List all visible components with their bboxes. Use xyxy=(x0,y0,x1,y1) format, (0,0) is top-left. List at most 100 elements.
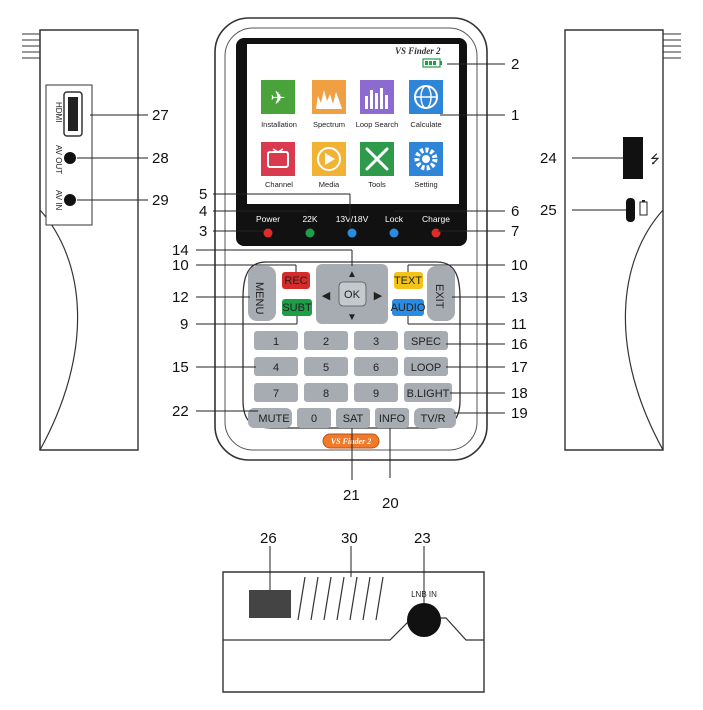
battery-icon xyxy=(422,58,442,68)
exit-button-label: EXIT xyxy=(433,284,445,309)
key-label: 3 xyxy=(373,336,379,348)
av-out-label: AV OUT xyxy=(54,145,63,174)
key-1[interactable]: 1 xyxy=(254,331,298,350)
key-7[interactable]: 7 xyxy=(254,383,298,402)
audio-button[interactable]: AUDIO xyxy=(391,299,426,316)
callout-6: 6 xyxy=(511,203,519,220)
down-arrow-button[interactable]: ▼ xyxy=(347,312,357,323)
charge-port xyxy=(626,198,635,222)
spec-button-label: SPEC xyxy=(411,336,441,348)
usb-port xyxy=(623,137,643,179)
key-0[interactable]: 0 xyxy=(297,408,331,428)
hdmi-label: HDMI xyxy=(54,102,63,122)
av-in-label: AV IN xyxy=(54,190,63,211)
usb-icon: ⭍ xyxy=(650,152,660,166)
app-label: Loop Search xyxy=(356,120,399,129)
text-button[interactable]: TEXT xyxy=(394,272,423,289)
spec-button[interactable]: SPEC xyxy=(404,331,448,350)
key-4[interactable]: 4 xyxy=(254,357,298,376)
key-label: 7 xyxy=(273,388,279,400)
sat-button[interactable]: SAT xyxy=(336,408,370,428)
22k-led xyxy=(305,228,315,238)
callout-24: 24 xyxy=(540,150,557,167)
callout-27: 27 xyxy=(152,107,169,124)
info-button[interactable]: INFO xyxy=(375,408,409,428)
charge-led xyxy=(431,228,441,238)
spectrum-icon xyxy=(316,90,342,109)
callout-20: 20 xyxy=(382,495,399,512)
callout-17: 17 xyxy=(511,359,528,376)
lnb-in-connector xyxy=(407,603,441,637)
key-label: 2 xyxy=(323,336,329,348)
callout-13: 13 xyxy=(511,289,528,306)
app-setting[interactable]: Setting xyxy=(409,142,443,189)
callout-25: 25 xyxy=(540,202,557,219)
device-front: VS Finder 2 ✈ Installation Spectrum xyxy=(214,17,488,461)
loop-button-label: LOOP xyxy=(411,362,442,374)
battery-charge-icon xyxy=(639,200,648,216)
key-label: 6 xyxy=(373,362,379,374)
lock-led xyxy=(389,228,399,238)
key-label: 0 xyxy=(311,413,317,425)
callout-15: 15 xyxy=(172,359,189,376)
key-6[interactable]: 6 xyxy=(354,357,398,376)
key-2[interactable]: 2 xyxy=(304,331,348,350)
ok-button-label: OK xyxy=(344,289,361,301)
app-tools[interactable]: Tools xyxy=(360,142,394,189)
vent-slots xyxy=(297,576,384,621)
callout-29: 29 xyxy=(152,192,169,209)
app-installation[interactable]: ✈ Installation xyxy=(261,80,297,129)
right-arrow-button[interactable]: ▶ xyxy=(374,290,383,302)
play-icon xyxy=(317,147,341,171)
right-side-view: ⭍ xyxy=(564,29,681,451)
app-label: Installation xyxy=(261,120,297,129)
up-arrow-button[interactable]: ▲ xyxy=(347,269,357,280)
subt-button[interactable]: SUBT xyxy=(282,299,312,316)
app-label: Channel xyxy=(265,180,293,189)
callout-26: 26 xyxy=(260,530,277,547)
app-label: Calculate xyxy=(410,120,441,129)
mute-button[interactable]: MUTE xyxy=(248,408,292,428)
app-spectrum[interactable]: Spectrum xyxy=(312,80,346,129)
key-label: 5 xyxy=(323,362,329,374)
right-vent-slots xyxy=(663,33,681,59)
callout-12: 12 xyxy=(172,289,189,306)
app-media[interactable]: Media xyxy=(312,142,346,189)
callout-7: 7 xyxy=(511,223,519,240)
indicator-power-label: Power xyxy=(256,214,280,224)
ok-button[interactable]: OK xyxy=(338,281,367,307)
app-channel[interactable]: Channel xyxy=(261,142,295,189)
info-button-label: INFO xyxy=(379,413,406,425)
key-3[interactable]: 3 xyxy=(354,331,398,350)
screen-brand: VS Finder 2 xyxy=(395,46,441,56)
backlight-button[interactable]: B.LIGHT xyxy=(404,383,452,402)
app-label: Spectrum xyxy=(313,120,345,129)
callout-10-right: 10 xyxy=(511,257,528,274)
satellite-icon: ✈ xyxy=(270,88,285,109)
key-label: 1 xyxy=(273,336,279,348)
key-8[interactable]: 8 xyxy=(304,383,348,402)
exit-button[interactable]: EXIT xyxy=(427,266,455,321)
key-label: 9 xyxy=(373,388,379,400)
app-loop-search[interactable]: Loop Search xyxy=(356,80,399,129)
indicator-22k-label: 22K xyxy=(302,214,317,224)
key-5[interactable]: 5 xyxy=(304,357,348,376)
left-arrow-button[interactable]: ◀ xyxy=(322,290,331,302)
loop-button[interactable]: LOOP xyxy=(404,357,448,376)
sat-button-label: SAT xyxy=(343,413,364,425)
callout-23: 23 xyxy=(414,530,431,547)
callout-2: 2 xyxy=(511,56,519,73)
tvr-button[interactable]: TV/R xyxy=(414,408,456,428)
rec-button[interactable]: REC xyxy=(282,272,310,289)
menu-button[interactable]: MENU xyxy=(248,266,276,321)
callout-1: 1 xyxy=(511,107,519,124)
app-label: Media xyxy=(319,180,340,189)
key-9[interactable]: 9 xyxy=(354,383,398,402)
app-calculate[interactable]: Calculate xyxy=(409,80,443,129)
indicator-charge-label: Charge xyxy=(422,214,450,224)
lcd-screen xyxy=(247,44,459,204)
label-sticker-area xyxy=(249,590,291,618)
app-label: Setting xyxy=(414,180,437,189)
av-out-jack xyxy=(64,152,76,164)
